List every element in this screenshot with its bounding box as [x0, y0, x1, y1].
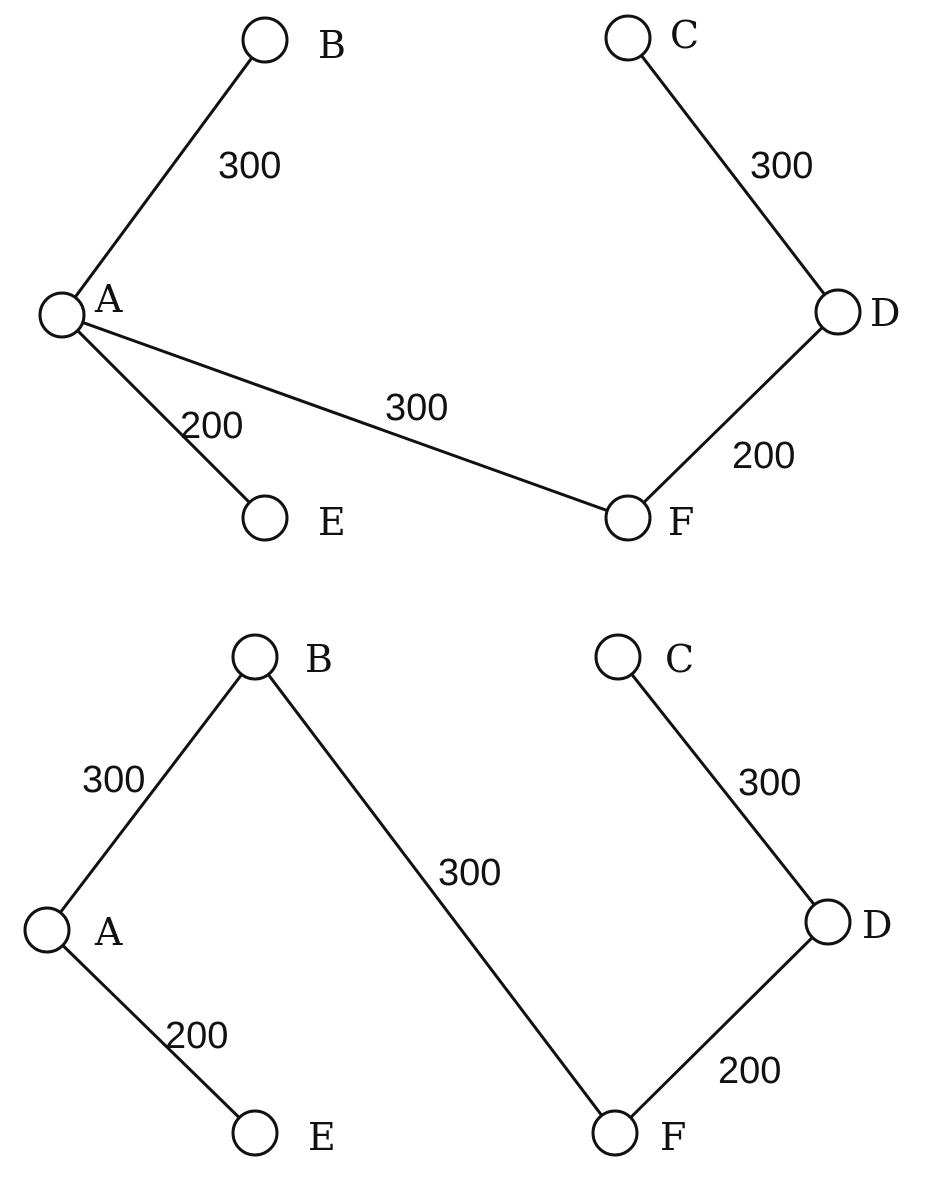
node-b — [231, 633, 279, 681]
edge-weight-a-e: 200 — [180, 405, 243, 447]
node-a — [23, 906, 71, 954]
edge-a-b — [73, 56, 254, 299]
node-label-a: A — [94, 910, 123, 954]
node-e — [241, 494, 289, 542]
node-label-e: E — [318, 500, 346, 544]
edge-c-d — [640, 54, 826, 296]
node-label-c: C — [665, 637, 694, 681]
node-f — [604, 494, 652, 542]
node-label-d: D — [862, 903, 892, 947]
edge-weight-d-f: 200 — [732, 435, 795, 477]
node-label-f: F — [660, 1115, 686, 1159]
node-f — [591, 1109, 639, 1157]
edge-a-e — [61, 944, 241, 1119]
edge-weight-a-b: 300 — [82, 759, 145, 801]
node-d — [814, 288, 862, 336]
edge-weight-a-e: 200 — [165, 1015, 228, 1057]
edge-d-f — [629, 936, 814, 1119]
top-graph: 300 200 300 300 200 A B C D E F — [38, 13, 900, 544]
node-label-d: D — [870, 291, 900, 335]
edge-weight-a-f: 300 — [385, 387, 448, 429]
edge-a-f — [82, 321, 608, 512]
edge-weight-a-b: 300 — [218, 145, 281, 187]
node-label-b: B — [305, 637, 333, 681]
node-d — [804, 898, 852, 946]
edge-weight-c-d: 300 — [738, 762, 801, 804]
edge-weight-b-f: 300 — [438, 852, 501, 894]
edge-weight-d-f: 200 — [718, 1050, 781, 1092]
node-c — [604, 14, 652, 62]
node-label-a: A — [94, 277, 123, 321]
edge-b-f — [267, 673, 603, 1117]
edge-a-b — [59, 673, 243, 914]
edge-c-d — [630, 673, 816, 906]
node-label-e: E — [308, 1115, 336, 1159]
node-b — [241, 16, 289, 64]
node-e — [231, 1109, 279, 1157]
bottom-graph: 300 200 300 300 200 A B C D E F — [23, 633, 892, 1159]
edge-d-f — [642, 326, 824, 504]
node-label-f: F — [668, 500, 694, 544]
node-a — [38, 291, 86, 339]
node-label-c: C — [670, 13, 699, 57]
edge-a-e — [76, 329, 251, 504]
edge-weight-c-d: 300 — [750, 145, 813, 187]
node-c — [594, 633, 642, 681]
node-label-b: B — [318, 23, 346, 67]
